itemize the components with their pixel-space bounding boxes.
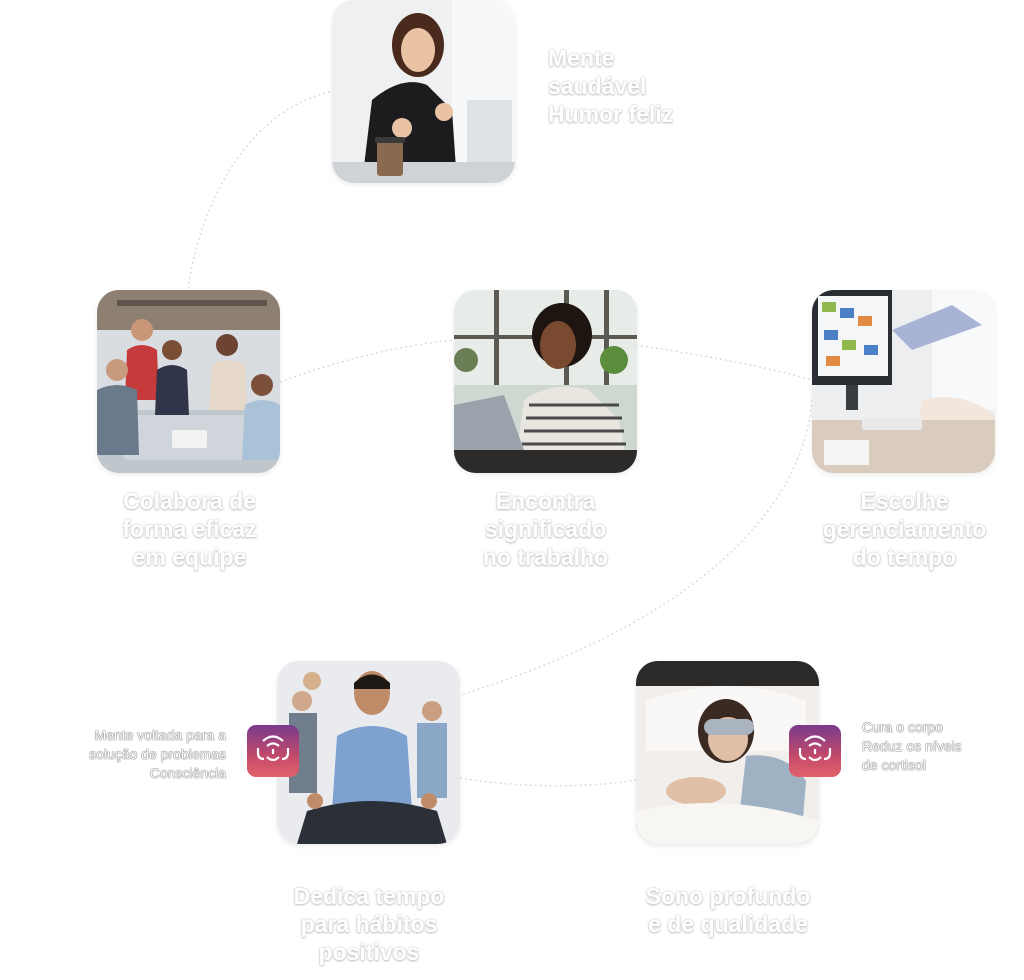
meditation-face-icon xyxy=(247,725,299,777)
team-high-five-photo xyxy=(97,290,280,473)
bottom-left-note: Mente voltada para a solução de problema… xyxy=(89,727,226,781)
woman-laptop-photo xyxy=(454,290,637,473)
top-caption: Mente saudável Humor feliz xyxy=(548,45,674,127)
man-meditating-photo xyxy=(277,661,460,844)
woman-sleeping-photo xyxy=(636,661,819,844)
bottom-left-caption: Dedica tempo para hábitos positivos xyxy=(293,883,445,965)
center-caption: Encontra significado no trabalho xyxy=(482,488,609,570)
right-caption: Escolhe gerenciamento do tempo xyxy=(822,488,987,570)
woman-celebrating-photo xyxy=(332,0,515,183)
bottom-right-caption: Sono profundo e de qualidade xyxy=(645,883,811,937)
meditation-face-icon xyxy=(789,725,841,777)
calendar-monitor-photo xyxy=(812,290,995,473)
bottom-right-note: Cura o corpo Reduz os níveis de cortisol xyxy=(862,719,962,773)
left-caption: Colabora de forma eficaz em equipe xyxy=(122,488,257,570)
